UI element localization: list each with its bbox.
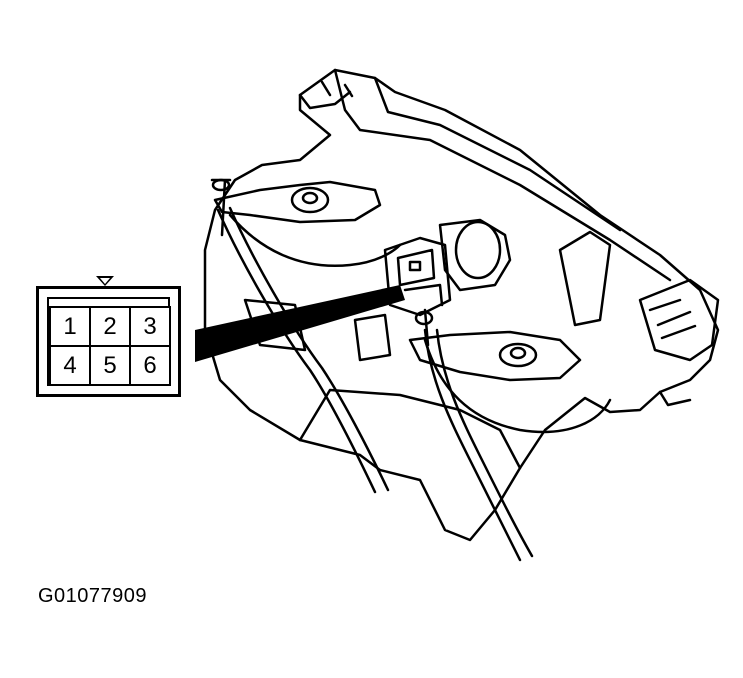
connector-pin-grid: 1 2 3 4 5 6: [49, 306, 171, 386]
callout-leader: [195, 285, 405, 362]
upper-bellcrank: [213, 180, 382, 224]
housing-top-ridge: [333, 68, 672, 282]
base-panel: [298, 388, 522, 470]
resistor-block: [383, 236, 452, 317]
connector-pin-3: 3: [129, 306, 171, 347]
connector-pin-1: 1: [49, 306, 91, 347]
connector-pin-6: 6: [129, 345, 171, 386]
figure-id-label: G01077909: [38, 585, 148, 607]
connector-pin-5: 5: [89, 345, 131, 386]
connector-pin-2: 2: [89, 306, 131, 347]
connector-face-view: 1 2 3 4 5 6: [36, 286, 181, 397]
right-cable: [423, 328, 522, 562]
connector-pin-4: 4: [49, 345, 91, 386]
end-plate: [638, 278, 720, 362]
left-cable: [216, 208, 377, 494]
lower-bellcrank: [408, 330, 582, 382]
